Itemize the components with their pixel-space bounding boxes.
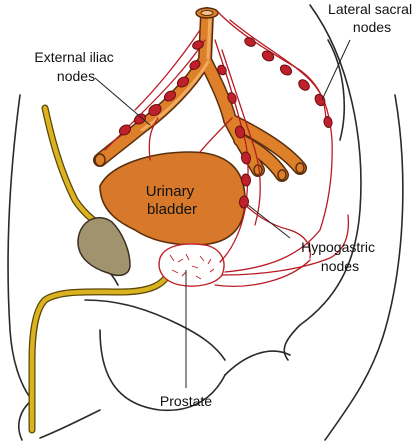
lymph-node — [244, 37, 256, 47]
urinary-bladder — [99, 151, 246, 246]
aorta-highlight — [206, 14, 212, 60]
label-hypogastric: Hypogastric nodes — [301, 239, 379, 274]
sacrum-outline — [283, 4, 362, 361]
label-lateral-sacral: Lateral sacral nodes — [328, 1, 415, 35]
middle-branch-cut-end — [277, 169, 287, 181]
prostate-texture — [169, 253, 215, 280]
external-iliac-cut-end — [94, 153, 106, 167]
prostate-outline — [158, 243, 225, 287]
lymph-node — [163, 90, 177, 102]
groin-curve — [84, 299, 226, 361]
lymph-vessel-bladder-2 — [199, 117, 233, 153]
lymph-vessel-bladder — [239, 199, 311, 259]
lymph-node — [192, 40, 204, 50]
leader-external-iliac — [94, 77, 151, 126]
lymph-vessel-prostate-1 — [221, 214, 350, 276]
lymph-node — [240, 151, 252, 165]
leader-hypogastric — [247, 204, 291, 239]
belly-outline — [7, 94, 33, 401]
lymph-node — [314, 93, 326, 107]
perineum-outline — [224, 350, 291, 376]
label-urinary-bladder-line1: Urinary — [146, 183, 195, 200]
aorta — [199, 8, 213, 66]
lymph-node — [148, 103, 162, 117]
leader-lateral-sacral — [321, 39, 351, 101]
posterior-branch-cut-end — [295, 162, 305, 174]
label-prostate: Prostate — [160, 393, 212, 409]
iliac-vessels — [93, 7, 307, 182]
lymph-node — [298, 79, 310, 91]
label-urinary-bladder-line2: bladder — [147, 201, 197, 218]
leader-lines — [94, 39, 351, 388]
lymph-node — [238, 195, 250, 209]
posterior-branch — [224, 114, 306, 174]
label-urinary-bladder: Urinary bladder — [146, 183, 199, 218]
lymph-node — [279, 64, 293, 76]
lymph-vessel-external-2 — [134, 29, 201, 111]
label-external-iliac-line1: External iliac — [34, 49, 113, 65]
lymph-vessel-ext-bladder — [148, 117, 159, 161]
lymph-vessel-sacral — [224, 19, 333, 273]
lymph-node — [227, 92, 237, 104]
label-hypogastric-line1: Hypogastric — [301, 239, 375, 255]
lymph-node — [234, 125, 246, 139]
lymph-node — [217, 64, 227, 76]
lymph-vessel-sacral-2 — [217, 11, 327, 121]
lymph-vessel-hypogastric-2 — [221, 49, 261, 226]
lymph-node — [118, 124, 132, 136]
lymph-node — [261, 50, 275, 62]
lymph-node — [240, 173, 252, 187]
label-external-iliac: External iliac nodes — [34, 49, 117, 84]
label-lateral-sacral-line1: Lateral sacral — [328, 1, 412, 17]
scrotum-outline — [99, 329, 226, 412]
label-external-iliac-line2: nodes — [57, 68, 95, 84]
prostate-gland — [158, 243, 225, 287]
lymph-vessel-prostate-2 — [214, 259, 311, 287]
back-outline — [324, 94, 404, 441]
lymph-node — [323, 116, 333, 128]
lymph-node — [189, 59, 201, 71]
aorta-lumen — [200, 10, 214, 16]
spine-inner-curve — [327, 39, 346, 141]
label-hypogastric-line2: nodes — [321, 258, 359, 274]
label-lateral-sacral-line2: nodes — [353, 19, 391, 35]
seminal-vesicle — [77, 217, 131, 277]
lymph-node — [176, 76, 190, 88]
penis-lower — [39, 409, 101, 439]
internal-iliac — [199, 54, 236, 126]
lymph-nodes — [118, 37, 333, 209]
lymph-node — [133, 113, 147, 125]
